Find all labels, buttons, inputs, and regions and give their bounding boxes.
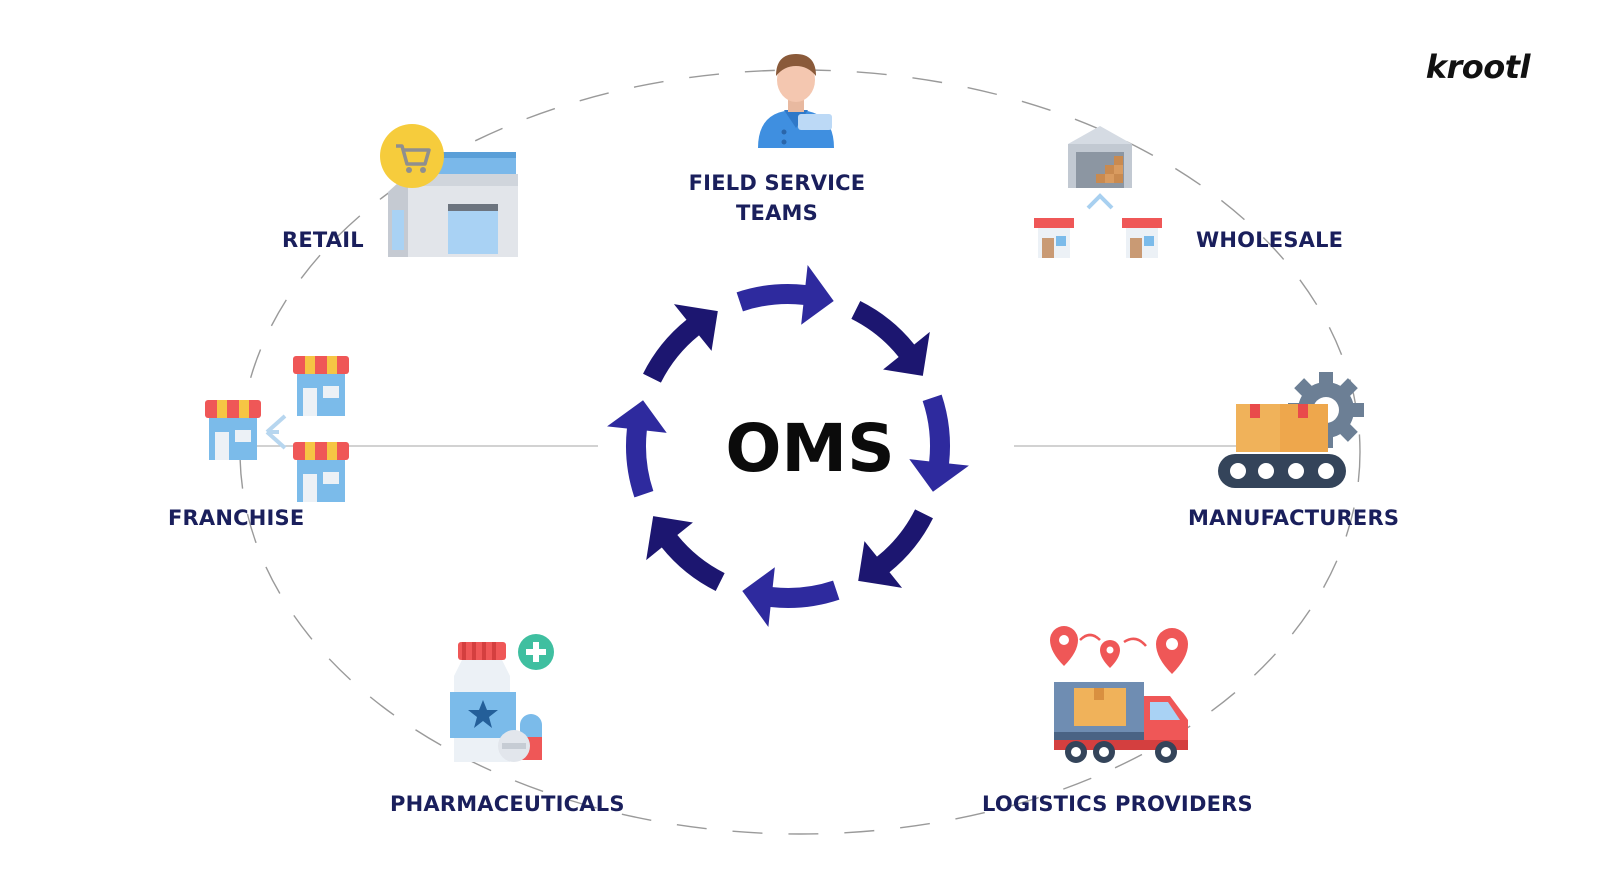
oms-title: OMS <box>725 410 895 487</box>
warehouse-distribution-icon <box>1034 126 1162 258</box>
logo-text: krootl <box>1425 48 1531 86</box>
conveyor-boxes-icon <box>1218 372 1364 488</box>
cycle-arrow-4 <box>858 509 933 588</box>
label-field-service-teams: FIELD SERVICE TEAMS <box>672 168 882 228</box>
cycle-arrow-8 <box>643 304 718 383</box>
label-logistics-providers: LOGISTICS PROVIDERS <box>982 792 1253 816</box>
retail-store-cart-icon <box>380 124 518 257</box>
cycle-arrow-5 <box>742 567 840 627</box>
cycle-arrow-3 <box>909 394 969 492</box>
medicine-bottle-icon <box>450 634 554 762</box>
cycle-arrow-2 <box>851 301 930 376</box>
label-field-service-line1: FIELD SERVICE <box>688 171 866 195</box>
franchise-stores-icon <box>205 356 349 502</box>
krootl-logo: krootl <box>1425 48 1531 86</box>
label-field-service-line2: TEAMS <box>736 201 818 225</box>
delivery-truck-icon <box>1050 626 1188 763</box>
cycle-arrow-7 <box>607 400 667 498</box>
cycle-arrow-6 <box>646 516 725 591</box>
label-pharmaceuticals: PHARMACEUTICALS <box>390 792 625 816</box>
dashed-orbit-ring <box>239 69 1361 835</box>
label-retail: RETAIL <box>282 228 364 252</box>
field-service-worker-icon <box>758 54 834 148</box>
label-wholesale: WHOLESALE <box>1196 228 1344 252</box>
cycle-arrow-1 <box>736 265 834 325</box>
label-franchise: FRANCHISE <box>168 506 305 530</box>
oms-cycle-arrows <box>607 265 969 627</box>
label-manufacturers: MANUFACTURERS <box>1188 506 1400 530</box>
